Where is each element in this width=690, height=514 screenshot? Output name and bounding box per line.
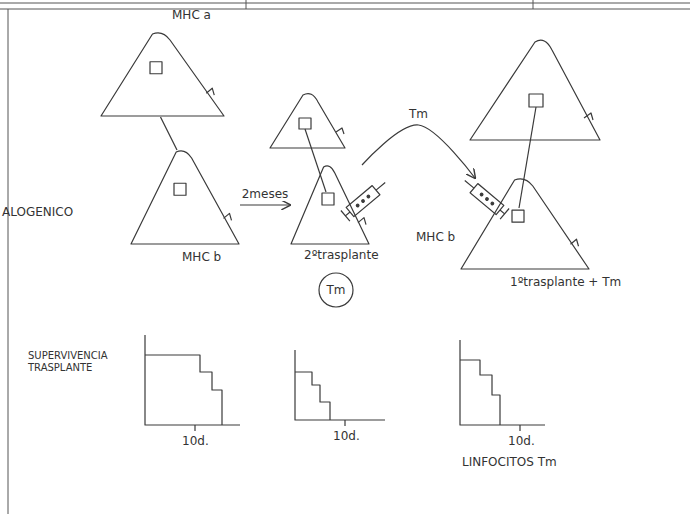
mouse-label: ALOGENICO	[2, 205, 73, 219]
skin-graft	[512, 210, 524, 222]
mouse-node: MHC a	[100, 32, 225, 117]
survival-curve	[460, 360, 500, 425]
mouse-label: 1ºtrasplante + Tm	[510, 275, 621, 289]
circle-outline	[319, 273, 353, 307]
mouse-node: 2ºtrasplante	[290, 165, 370, 245]
mouse-outline	[101, 33, 224, 116]
connector	[161, 117, 178, 150]
mouse-node: ALOGENICOMHC b	[130, 150, 240, 245]
axis-tick	[519, 425, 520, 431]
mouse-shape	[460, 178, 590, 270]
mouse-label: 2ºtrasplante	[304, 248, 379, 262]
axis-tick	[194, 425, 195, 431]
mouse-ear	[571, 239, 579, 246]
axis-tick	[344, 420, 345, 426]
mouse-ear	[224, 213, 232, 220]
mouse-shape	[130, 150, 240, 245]
graph-axis	[460, 340, 545, 425]
connector-label: Tm	[407, 107, 430, 121]
graph-axis	[145, 335, 240, 425]
mouse-outline	[131, 151, 239, 244]
syringe	[460, 175, 509, 219]
skin-graft	[322, 193, 334, 205]
mouse-node: MHC b1ºtrasplante + Tm	[460, 178, 590, 270]
graft-line	[519, 107, 536, 208]
axis-value: 10d.	[182, 434, 209, 448]
mouse-outline	[270, 94, 345, 148]
syringe	[341, 177, 390, 221]
axis-value: 10d.	[333, 429, 360, 443]
mouse-label: MHC b	[182, 250, 221, 264]
mouse-label: MHC a	[172, 8, 211, 22]
mouse-ear	[206, 88, 214, 95]
graph-note: LINFOCITOS Tm	[462, 455, 557, 469]
connector	[240, 204, 290, 205]
cell-label: Tm	[326, 283, 345, 297]
skin-graft	[174, 183, 186, 195]
mouse-outline	[461, 179, 589, 269]
survival-curve	[145, 355, 222, 425]
axis-value: 10d.	[508, 434, 535, 448]
skin-graft	[299, 118, 311, 129]
mouse-shape	[290, 165, 370, 245]
skin-graft	[150, 62, 162, 74]
graph-axis	[295, 350, 385, 420]
mouse-ear	[358, 218, 366, 225]
mouse-ear	[584, 113, 593, 120]
connector	[362, 125, 475, 178]
mouse-label: MHC b	[416, 230, 455, 244]
mouse-ear	[336, 128, 344, 134]
mouse-outline	[291, 166, 369, 244]
graft-line	[305, 129, 326, 192]
mouse-outline	[470, 40, 600, 140]
skin-graft	[529, 94, 543, 107]
connector-label: 2meses	[240, 187, 291, 201]
survival-curve	[295, 372, 330, 420]
mouse-shape	[100, 32, 225, 117]
cell-circle: Tm	[318, 272, 354, 308]
axis-title: SUPERVIVENCIA TRASPLANTE	[28, 350, 128, 374]
